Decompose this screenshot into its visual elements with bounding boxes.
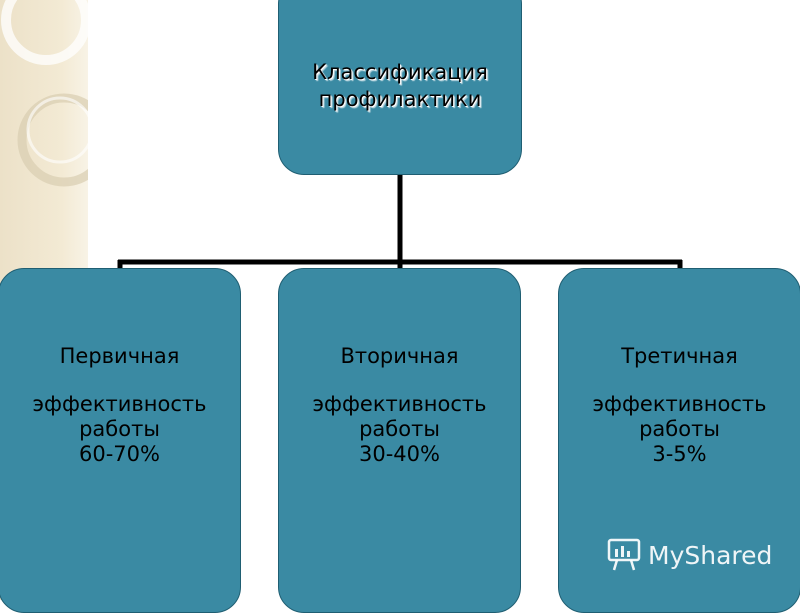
child-metric-label-2: работы bbox=[79, 417, 160, 441]
root-title-line-2: профилактики bbox=[318, 87, 482, 111]
watermark-text: MyShared bbox=[648, 540, 773, 570]
child-name: Третичная bbox=[621, 344, 738, 368]
child-name: Вторичная bbox=[340, 344, 459, 368]
root-title-line-1: Классификация bbox=[312, 60, 488, 84]
child-node-text: Вторичная эффективность работы 30-40% bbox=[279, 344, 520, 467]
presentation-board-icon bbox=[607, 538, 641, 571]
root-node: Классификация профилактики bbox=[278, 0, 522, 175]
spacer bbox=[559, 369, 800, 392]
child-value: 60-70% bbox=[79, 442, 160, 466]
watermark: MyShared bbox=[606, 535, 772, 575]
child-metric-label: эффективность bbox=[312, 392, 487, 416]
child-metric-label: эффективность bbox=[32, 392, 207, 416]
child-metric-label-2: работы bbox=[639, 417, 720, 441]
child-metric-label: эффективность bbox=[592, 392, 767, 416]
child-node-secondary: Вторичная эффективность работы 30-40% bbox=[278, 268, 521, 613]
child-value: 30-40% bbox=[359, 442, 440, 466]
child-value: 3-5% bbox=[652, 442, 707, 466]
child-node-text: Первичная эффективность работы 60-70% bbox=[0, 344, 240, 467]
decorative-circles bbox=[1, 0, 88, 187]
child-node-text: Третичная эффективность работы 3-5% bbox=[559, 344, 800, 467]
spacer bbox=[0, 369, 240, 392]
child-metric-label-2: работы bbox=[359, 417, 440, 441]
child-node-primary: Первичная эффективность работы 60-70% bbox=[0, 268, 241, 613]
root-title: Классификация профилактики bbox=[279, 59, 521, 113]
spacer bbox=[279, 369, 520, 392]
child-node-tertiary: Третичная эффективность работы 3-5% bbox=[558, 268, 800, 613]
child-name: Первичная bbox=[59, 344, 180, 368]
